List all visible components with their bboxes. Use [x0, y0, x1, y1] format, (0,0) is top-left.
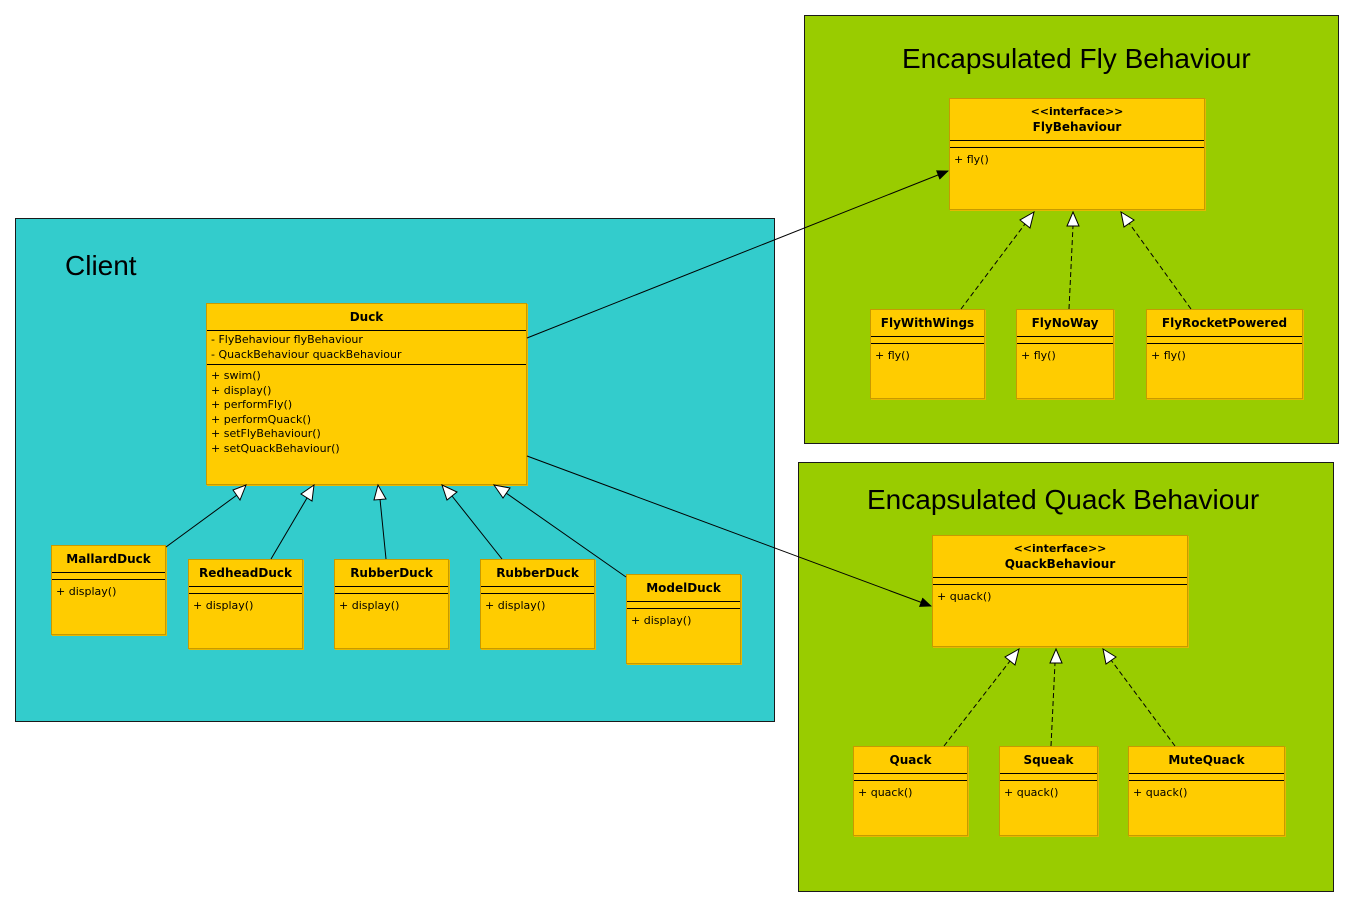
class-duck[interactable]: Duck - FlyBehaviour flyBehaviour - Quack… [206, 303, 527, 485]
class-attributes [1000, 774, 1097, 781]
class-operations: + display() [52, 580, 165, 602]
class-operations: + display() [481, 594, 594, 616]
class-name: RedheadDuck [199, 566, 292, 580]
operation: + fly() [1021, 349, 1056, 362]
operation: + fly() [954, 153, 989, 166]
class-mallard-duck[interactable]: MallardDuck + display() [51, 545, 166, 635]
operation: + fly() [1151, 349, 1186, 362]
class-attributes [481, 587, 594, 594]
class-operations: + fly() [950, 148, 1204, 170]
class-mute-quack[interactable]: MuteQuack + quack() [1128, 746, 1285, 836]
class-name: FlyRocketPowered [1161, 316, 1288, 330]
class-name: Duck [349, 310, 384, 324]
class-fly-with-wings[interactable]: FlyWithWings + fly() [870, 309, 985, 399]
class-header: MallardDuck [52, 546, 165, 573]
operation: + fly() [875, 349, 910, 362]
class-attributes [950, 141, 1204, 148]
client-region-title: Client [65, 250, 137, 281]
class-attributes [1129, 774, 1284, 781]
class-operations: + quack() [933, 585, 1187, 607]
class-name: FlyBehaviour [1032, 120, 1122, 134]
operation: + display() [485, 599, 546, 612]
class-operations: + display() [335, 594, 448, 616]
operation: + display() [631, 614, 692, 627]
class-name: QuackBehaviour [1004, 557, 1116, 571]
class-attributes [933, 578, 1187, 585]
class-operations: + swim() + display() + performFly() + pe… [207, 365, 526, 458]
class-attributes [335, 587, 448, 594]
operation: + quack() [937, 590, 992, 603]
class-header: RubberDuck [481, 560, 594, 587]
class-name: MuteQuack [1168, 753, 1245, 767]
class-name: Squeak [1023, 753, 1074, 767]
class-header: FlyNoWay [1017, 310, 1113, 337]
class-attributes [627, 602, 740, 609]
class-rubber-duck-2[interactable]: RubberDuck + display() [480, 559, 595, 649]
class-operations: + fly() [871, 344, 984, 366]
class-attributes [854, 774, 967, 781]
class-name: RubberDuck [496, 566, 579, 580]
class-squeak[interactable]: Squeak + quack() [999, 746, 1098, 836]
class-header: RedheadDuck [189, 560, 302, 587]
class-fly-no-way[interactable]: FlyNoWay + fly() [1016, 309, 1114, 399]
class-header: <<interface>> FlyBehaviour [950, 99, 1204, 141]
class-header: ModelDuck [627, 575, 740, 602]
attribute: - QuackBehaviour quackBehaviour [211, 347, 402, 361]
class-name: FlyWithWings [880, 316, 975, 330]
operation: + performFly() [211, 398, 293, 411]
class-attributes [1147, 337, 1302, 344]
fly-region-title: Encapsulated Fly Behaviour [902, 43, 1251, 74]
class-header: Squeak [1000, 747, 1097, 774]
class-operations: + fly() [1147, 344, 1302, 366]
class-model-duck[interactable]: ModelDuck + display() [626, 574, 741, 664]
class-header: <<interface>> QuackBehaviour [933, 536, 1187, 578]
class-fly-rocket-powered[interactable]: FlyRocketPowered + fly() [1146, 309, 1303, 399]
class-name: ModelDuck [646, 581, 721, 595]
class-attributes [1017, 337, 1113, 344]
class-attributes [189, 587, 302, 594]
quack-region-title: Encapsulated Quack Behaviour [867, 484, 1260, 515]
operation: + quack() [1133, 786, 1188, 799]
operation: + performQuack() [211, 412, 312, 426]
interface-quack-behaviour[interactable]: <<interface>> QuackBehaviour + quack() [932, 535, 1188, 647]
class-name: Quack [889, 753, 932, 767]
class-rubber-duck-1[interactable]: RubberDuck + display() [334, 559, 449, 649]
operation: + display() [56, 585, 117, 598]
class-header: RubberDuck [335, 560, 448, 587]
class-attributes: - FlyBehaviour flyBehaviour - QuackBehav… [207, 331, 526, 365]
class-operations: + fly() [1017, 344, 1113, 366]
class-quack[interactable]: Quack + quack() [853, 746, 968, 836]
class-stereotype: <<interface>> [1030, 105, 1124, 118]
operation: + display() [193, 599, 254, 612]
class-attributes [52, 573, 165, 580]
class-header: FlyRocketPowered [1147, 310, 1302, 337]
class-name: RubberDuck [350, 566, 433, 580]
class-header: Duck [207, 304, 526, 331]
class-redhead-duck[interactable]: RedheadDuck + display() [188, 559, 303, 649]
class-header: FlyWithWings [871, 310, 984, 337]
operation: + quack() [858, 786, 913, 799]
operation: + swim() [211, 369, 261, 382]
attribute: - FlyBehaviour flyBehaviour [211, 333, 363, 346]
class-operations: + display() [189, 594, 302, 616]
operation: + setQuackBehaviour() [211, 441, 340, 455]
operation: + display() [211, 383, 272, 397]
interface-fly-behaviour[interactable]: <<interface>> FlyBehaviour + fly() [949, 98, 1205, 210]
class-header: MuteQuack [1129, 747, 1284, 774]
class-name: FlyNoWay [1031, 316, 1099, 330]
class-stereotype: <<interface>> [1013, 542, 1107, 555]
class-header: Quack [854, 747, 967, 774]
operation: + quack() [1004, 786, 1059, 799]
class-name: MallardDuck [66, 552, 151, 566]
class-attributes [871, 337, 984, 344]
operation: + display() [339, 599, 400, 612]
class-operations: + quack() [854, 781, 967, 803]
class-operations: + display() [627, 609, 740, 631]
class-operations: + quack() [1000, 781, 1097, 803]
operation: + setFlyBehaviour() [211, 427, 321, 440]
class-operations: + quack() [1129, 781, 1284, 803]
